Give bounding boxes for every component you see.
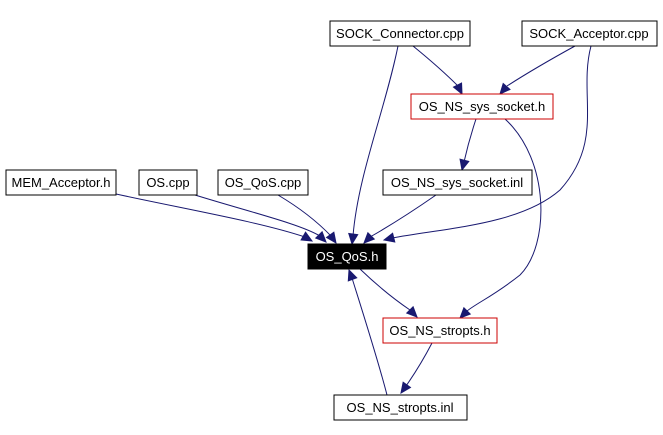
arrowhead bbox=[348, 232, 359, 246]
arrowhead bbox=[459, 306, 472, 319]
node-label: SOCK_Connector.cpp bbox=[336, 26, 464, 41]
arrowhead bbox=[499, 82, 511, 95]
edge-line bbox=[463, 118, 477, 163]
node-label: OS_NS_sys_socket.h bbox=[419, 99, 545, 114]
nodes-layer: SOCK_Connector.cpp SOCK_Acceptor.cpp OS_… bbox=[5, 20, 658, 421]
node-label: MEM_Acceptor.h bbox=[12, 175, 111, 190]
edge-os-ns-stropts-h-to-os-ns-stropts-inl bbox=[400, 342, 433, 394]
edge-line bbox=[466, 118, 542, 312]
edge-os-cpp-to-os-qos-h bbox=[194, 194, 327, 243]
node-sock-acceptor-cpp[interactable]: SOCK_Acceptor.cpp bbox=[521, 20, 658, 47]
node-label: SOCK_Acceptor.cpp bbox=[529, 26, 648, 41]
edge-os-ns-sys-socket-h-to-os-ns-stropts-h bbox=[459, 118, 542, 319]
edge-os-ns-stropts-inl-to-os-qos-h bbox=[347, 268, 388, 396]
node-os-qos-h[interactable]: OS_QoS.h bbox=[307, 243, 387, 270]
node-label: OS.cpp bbox=[146, 175, 189, 190]
arrowhead bbox=[459, 158, 470, 172]
edge-sock-acceptor-to-os-qos-h bbox=[382, 45, 592, 243]
edges-layer bbox=[115, 45, 592, 396]
arrowhead bbox=[405, 305, 418, 318]
edge-os-qos-h-to-os-ns-stropts-h bbox=[359, 268, 418, 318]
edge-line bbox=[506, 45, 576, 87]
node-os-ns-sys-socket-inl[interactable]: OS_NS_sys_socket.inl bbox=[382, 169, 533, 196]
arrowhead bbox=[363, 231, 376, 244]
node-label: OS_NS_stropts.inl bbox=[347, 400, 454, 415]
node-label: OS_NS_sys_socket.inl bbox=[391, 175, 523, 190]
node-os-qos-cpp[interactable]: OS_QoS.cpp bbox=[217, 169, 309, 196]
node-os-ns-stropts-inl[interactable]: OS_NS_stropts.inl bbox=[333, 394, 468, 421]
edge-line bbox=[194, 194, 321, 237]
edge-os-qos-cpp-to-os-qos-h bbox=[277, 194, 337, 244]
arrowhead bbox=[452, 82, 463, 96]
node-sock-connector-cpp[interactable]: SOCK_Connector.cpp bbox=[329, 20, 471, 47]
edge-line bbox=[115, 193, 306, 238]
edge-os-ns-sys-socket-inl-to-os-qos-h bbox=[363, 194, 437, 244]
node-label: OS_NS_stropts.h bbox=[389, 323, 490, 338]
arrowhead bbox=[347, 268, 358, 282]
edge-line bbox=[277, 194, 332, 237]
node-os-ns-sys-socket-h[interactable]: OS_NS_sys_socket.h bbox=[410, 93, 554, 120]
arrowhead bbox=[314, 230, 327, 243]
edge-line bbox=[359, 268, 411, 311]
edge-os-ns-sys-socket-h-to-os-ns-sys-socket-inl bbox=[459, 118, 477, 172]
edge-line bbox=[369, 194, 437, 238]
edge-sock-connector-to-os-qos-h bbox=[348, 45, 399, 246]
edge-mem-acceptor-to-os-qos-h bbox=[115, 193, 314, 242]
edge-line bbox=[412, 45, 459, 87]
edge-line bbox=[405, 342, 433, 387]
node-mem-acceptor-h[interactable]: MEM_Acceptor.h bbox=[5, 169, 117, 196]
node-os-ns-stropts-h[interactable]: OS_NS_stropts.h bbox=[382, 317, 498, 344]
edge-line bbox=[352, 45, 399, 237]
edge-line bbox=[351, 277, 388, 396]
edge-sock-acceptor-to-os-ns-sys-socket-h bbox=[499, 45, 576, 95]
arrowhead bbox=[325, 231, 337, 244]
edge-line bbox=[391, 45, 592, 239]
arrowhead bbox=[400, 381, 412, 394]
node-label: OS_QoS.cpp bbox=[225, 175, 302, 190]
edge-sock-connector-to-os-ns-sys-socket-h bbox=[412, 45, 463, 96]
node-label: OS_QoS.h bbox=[316, 249, 379, 264]
node-os-cpp[interactable]: OS.cpp bbox=[138, 169, 198, 196]
arrowhead bbox=[382, 232, 396, 243]
arrowhead bbox=[300, 231, 314, 242]
